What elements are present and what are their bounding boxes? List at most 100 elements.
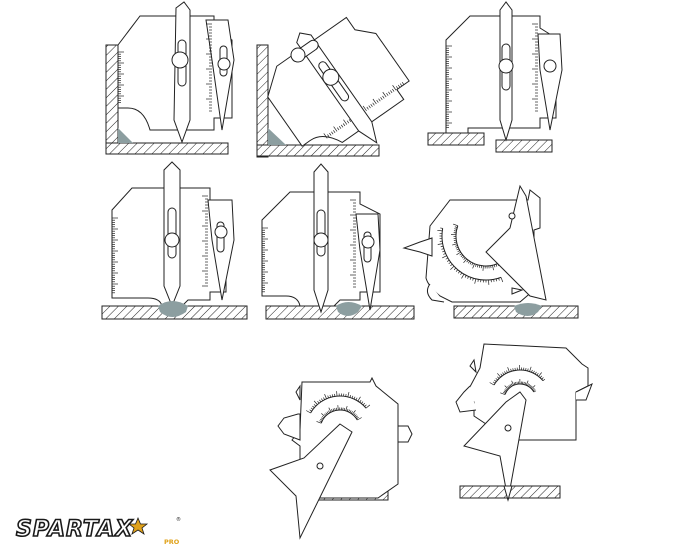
dial-tick [531, 385, 536, 390]
butt-weld-bead [158, 301, 188, 317]
scale-tick [392, 88, 395, 92]
scale-tick [348, 119, 352, 123]
scale-tick [338, 126, 342, 129]
figure-fillet-leg-gauge [105, 1, 235, 155]
angle-dial [489, 364, 546, 395]
pointer-tip [503, 485, 513, 502]
blade-pivot [313, 232, 329, 248]
scale-tick [388, 91, 391, 95]
angle-pointer [463, 391, 527, 501]
dial-tick [461, 273, 465, 279]
dial-arc [441, 228, 502, 281]
base-plate [105, 142, 229, 155]
scale-tick [331, 131, 334, 135]
scale-tick [382, 91, 387, 98]
pointer-pivot [316, 462, 324, 470]
scale-tick [366, 106, 369, 110]
right-scale [532, 23, 538, 112]
dial-tick [452, 243, 458, 246]
dial-tick [538, 372, 542, 377]
dial-tick [324, 394, 327, 399]
dial-tick [328, 407, 332, 413]
figure-bevel-angle-gauge-a [402, 184, 579, 319]
wall-plate [256, 44, 269, 158]
pointer-pivot [543, 59, 557, 73]
scale-tick [329, 132, 332, 136]
pointer-pivot [361, 235, 375, 249]
dial-tick [437, 229, 443, 232]
blade-pivot [498, 58, 514, 74]
scale-tick [370, 104, 373, 107]
dial-tick [500, 277, 504, 283]
dial-tick [347, 391, 350, 397]
upper-pivot [290, 47, 306, 63]
pointer-pivot [217, 57, 231, 71]
scale-tick [376, 99, 379, 103]
scale-tick [333, 130, 336, 134]
dial-tick [463, 258, 467, 264]
scale-tick [327, 134, 330, 138]
left-scale [446, 45, 452, 128]
left-scale [118, 51, 124, 103]
butt-weld-bead [336, 302, 362, 316]
figure-misalignment-gauge [427, 1, 563, 153]
dial-tick [437, 243, 443, 245]
dial-tick [357, 396, 361, 402]
scale-tick [397, 84, 401, 88]
figure-bevel-angle-gauge-c [455, 343, 593, 502]
top-notch [469, 358, 477, 374]
dial-arc [455, 225, 502, 267]
left-tab [455, 385, 477, 413]
scale-tick [399, 83, 403, 87]
lower-tab [426, 283, 445, 303]
right-scale [350, 199, 356, 288]
scale-tick [372, 102, 375, 106]
scale-tick [378, 98, 381, 102]
angle-dial [306, 391, 371, 424]
scale-tick [390, 90, 393, 94]
dial-arc [493, 369, 544, 386]
figure-bevel-angle-gauge-b [269, 376, 413, 540]
spartax-logo: SPARTAX ® PRO [15, 516, 181, 546]
scale-tick [372, 98, 377, 105]
scale-tick [392, 85, 397, 91]
dial-tick [316, 421, 322, 424]
pointer-pivot [508, 212, 516, 220]
base-plate [256, 144, 380, 157]
scale-tick [342, 123, 346, 127]
brand-wordmark: SPARTAX [16, 517, 133, 542]
blade-pivot [164, 232, 180, 248]
pointer-pivot [504, 424, 512, 432]
angle-pointer [485, 184, 547, 301]
left-scale [112, 217, 118, 294]
gauge-body [463, 343, 589, 441]
swing-pointer [537, 33, 563, 131]
dial-tick [365, 404, 371, 409]
dial-tick [492, 265, 494, 271]
scale-tick [346, 120, 350, 124]
top-notch [295, 384, 301, 401]
angle-pointer [269, 423, 353, 540]
dial-tick [306, 410, 311, 414]
dial-tick [321, 413, 326, 417]
dial-tick [452, 223, 458, 227]
figure-fillet-throat-gauge [256, 16, 410, 158]
pointer-tip [511, 287, 524, 295]
dial-tick [511, 380, 514, 386]
dial-tick [450, 265, 455, 270]
dial-tick [357, 417, 362, 421]
dial-arc [504, 383, 535, 395]
scale-tick [395, 86, 399, 89]
dial-tick [504, 385, 509, 390]
scale-tick [362, 105, 367, 112]
scale-tick [368, 105, 371, 109]
dial-tick [474, 278, 477, 284]
left-tab [402, 237, 433, 257]
left-scale [262, 227, 268, 293]
bevel-weld [514, 303, 542, 316]
scale-tick [343, 119, 348, 125]
dial-tick [507, 367, 510, 373]
dial-tick [533, 390, 537, 393]
scale-tick [333, 126, 338, 132]
